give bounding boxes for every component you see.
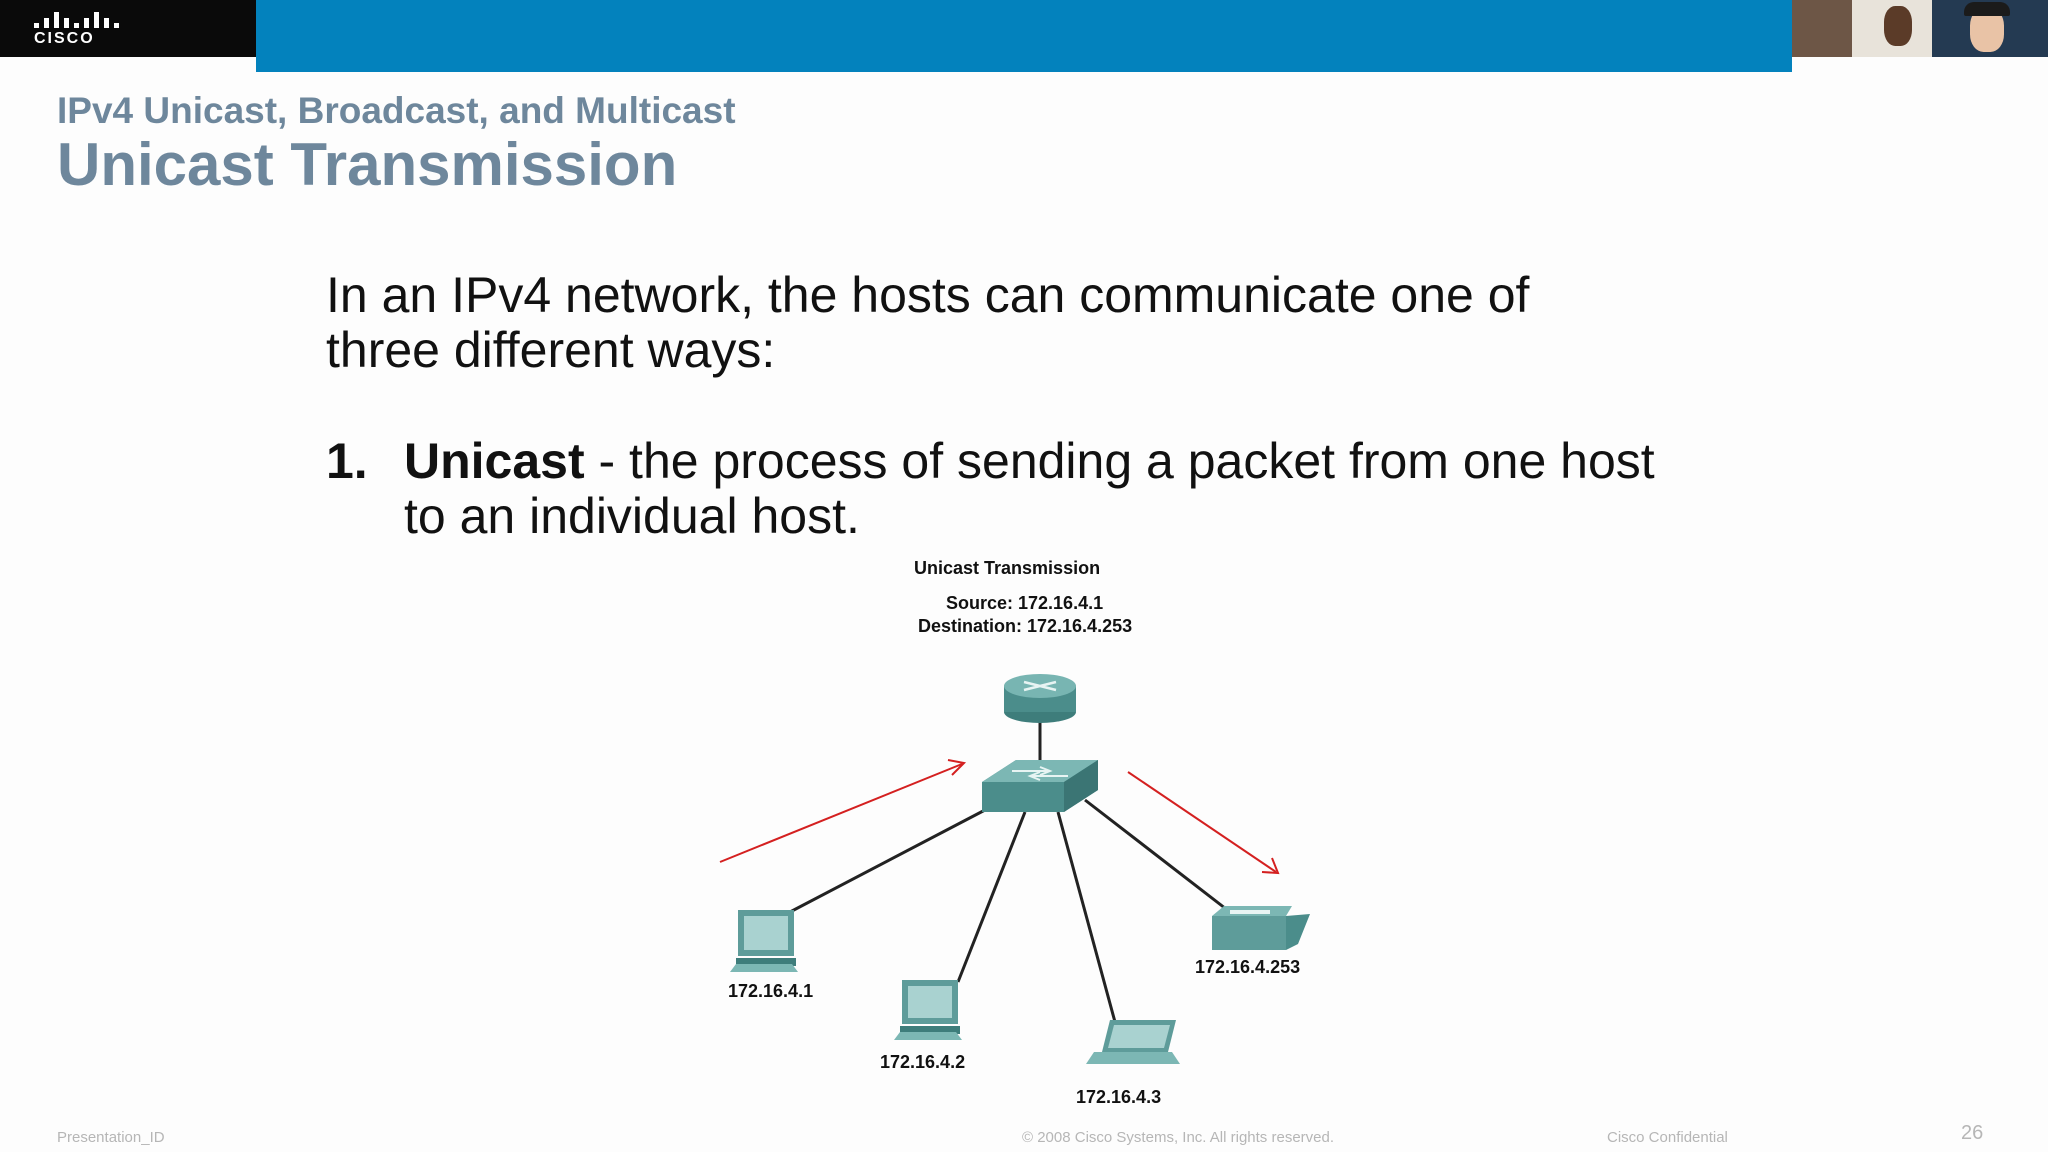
host-label-1: 172.16.4.1	[728, 981, 814, 1001]
page-number: 26	[1961, 1122, 1984, 1144]
diagram-source: Source: 172.16.4.1	[946, 593, 1104, 613]
cisco-logo-bars	[28, 12, 119, 28]
slide-title: Unicast Transmission	[57, 131, 678, 198]
host-label-3: 172.16.4.3	[1076, 1087, 1162, 1107]
host-label-253: 172.16.4.253	[1195, 957, 1301, 977]
inbound-arrow	[719, 759, 967, 863]
footer-copyright: © 2008 Cisco Systems, Inc. All rights re…	[1022, 1129, 1335, 1146]
logo-wordmark: CISCO	[34, 30, 95, 47]
link-host-3	[1056, 811, 1117, 1023]
header-logo-band: CISCO	[0, 0, 256, 57]
slide-subtitle: IPv4 Unicast, Broadcast, and Multicast	[57, 90, 736, 131]
pc-icon-host-1	[730, 910, 798, 972]
diagram-heading: Unicast Transmission	[914, 558, 1101, 578]
list-term: Unicast	[404, 433, 585, 489]
list-description: - the process of sending a packet from o…	[404, 433, 1655, 544]
diagram-destination: Destination: 172.16.4.253	[918, 616, 1133, 636]
switch-icon	[982, 760, 1098, 812]
list-number: 1.	[326, 433, 368, 489]
header-banner	[256, 0, 1792, 72]
footer-confidential: Cisco Confidential	[1607, 1129, 1728, 1146]
printer-icon-host-253	[1212, 906, 1310, 950]
intro-text: In an IPv4 network, the hosts can commun…	[326, 267, 1530, 378]
cisco-logo: CISCO	[28, 8, 119, 50]
header-photo-strip	[1792, 0, 2048, 57]
link-host-2	[956, 811, 1027, 983]
list-item-unicast: Unicast - the process of sending a packe…	[404, 434, 1664, 544]
network-diagram	[719, 674, 1310, 1064]
host-label-2: 172.16.4.2	[880, 1052, 966, 1072]
pc-icon-host-2	[894, 980, 962, 1040]
outbound-arrow	[1127, 771, 1280, 875]
router-icon	[1004, 674, 1076, 723]
link-host-253	[1084, 798, 1231, 914]
footer-presentation-id: Presentation_ID	[57, 1129, 165, 1146]
laptop-icon-host-3	[1086, 1020, 1180, 1064]
link-host-1	[789, 808, 986, 914]
